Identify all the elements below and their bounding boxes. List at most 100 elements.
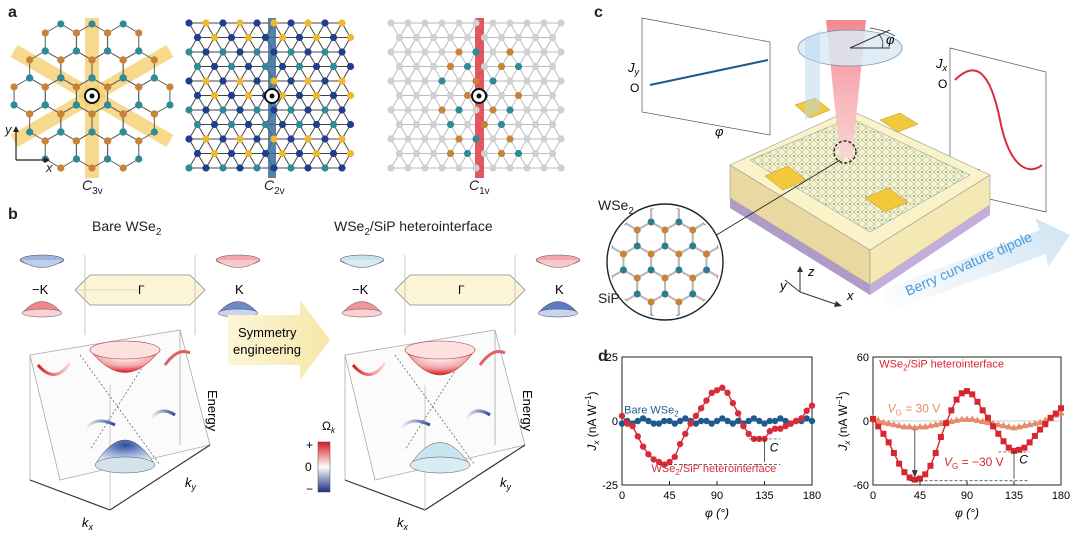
- data-point: [979, 407, 986, 414]
- data-point: [729, 399, 737, 407]
- data-point: [624, 420, 631, 427]
- atom: [166, 101, 174, 109]
- atom: [346, 33, 355, 42]
- data-point: [968, 415, 976, 422]
- chart-title: WSe2/SiP heterointerface: [879, 359, 1004, 373]
- atom: [119, 110, 127, 118]
- data-point: [740, 422, 747, 430]
- data-point: [1005, 444, 1012, 451]
- atom: [689, 274, 697, 282]
- atom: [620, 155, 627, 162]
- atom: [731, 267, 738, 274]
- atom: [731, 267, 738, 274]
- series-label-bare: Bare WSe2: [624, 404, 679, 418]
- atom: [662, 195, 669, 202]
- axis-z-label: z: [807, 264, 815, 279]
- atom: [261, 120, 270, 129]
- data-point: [808, 402, 816, 409]
- atom: [497, 62, 506, 71]
- data-point: [964, 388, 970, 395]
- atom: [295, 149, 304, 158]
- atom: [662, 179, 669, 186]
- gamma-left: Γ: [138, 283, 145, 297]
- data-point: [687, 420, 694, 427]
- axis-y-label: y: [5, 122, 12, 137]
- wse2-label: WSe2: [598, 197, 634, 217]
- atom: [703, 155, 710, 162]
- atom: [648, 155, 655, 162]
- atom: [689, 195, 696, 202]
- atom: [421, 106, 429, 114]
- data-point: [901, 469, 908, 476]
- valley-k-left: K: [235, 282, 244, 297]
- atom: [731, 315, 738, 322]
- series-label-vg-neg: VG = −30 V: [944, 455, 1004, 471]
- atom: [675, 171, 682, 178]
- atom: [338, 19, 346, 27]
- atom: [745, 323, 752, 330]
- atom: [689, 147, 696, 154]
- atom: [717, 179, 724, 186]
- atom: [395, 91, 404, 100]
- x-tick-label: 180: [1052, 490, 1070, 502]
- atom: [312, 91, 321, 100]
- arrow-text-1: Symmetry: [238, 325, 297, 340]
- atom: [731, 155, 738, 162]
- data-point: [734, 410, 742, 417]
- atom: [689, 242, 697, 250]
- atom: [759, 315, 766, 322]
- data-point: [671, 453, 678, 461]
- atom: [675, 155, 682, 162]
- atom: [731, 155, 738, 162]
- atom: [185, 135, 193, 143]
- atom: [661, 242, 669, 250]
- atom: [438, 164, 446, 172]
- atom: [717, 195, 724, 202]
- atom: [648, 155, 655, 162]
- atom: [346, 91, 355, 100]
- atom: [346, 62, 355, 71]
- atom: [689, 131, 696, 138]
- atom: [244, 149, 253, 158]
- atom: [717, 195, 724, 202]
- data-point: [890, 450, 897, 456]
- atom: [270, 164, 278, 172]
- atom: [745, 227, 752, 234]
- atom: [321, 77, 329, 85]
- atom: [606, 147, 613, 154]
- atom: [472, 77, 480, 85]
- data-point: [916, 422, 924, 430]
- atom: [438, 77, 446, 85]
- atom: [531, 120, 540, 129]
- atom: [261, 149, 270, 158]
- atom: [592, 171, 599, 178]
- atom: [472, 19, 480, 27]
- atom: [278, 120, 287, 129]
- atom: [429, 91, 438, 100]
- atom: [227, 149, 236, 158]
- data-point: [1026, 420, 1034, 428]
- atom: [675, 123, 682, 130]
- atom: [387, 48, 395, 56]
- atom: [759, 299, 766, 306]
- atom: [842, 315, 849, 322]
- atom: [321, 19, 329, 27]
- data-point: [777, 415, 784, 422]
- atom: [703, 266, 710, 274]
- atom: [662, 195, 669, 202]
- atom: [135, 137, 143, 145]
- atom: [421, 135, 429, 143]
- atom: [103, 47, 112, 55]
- atom: [185, 19, 193, 27]
- atom: [103, 137, 112, 145]
- data-point: [708, 420, 715, 427]
- atom: [606, 147, 613, 154]
- data-point: [932, 450, 939, 456]
- atom: [523, 106, 531, 114]
- atom: [421, 19, 429, 27]
- atom: [548, 120, 557, 129]
- atom: [506, 48, 514, 56]
- data-point: [958, 415, 966, 422]
- electrode-bottom-left: [764, 165, 807, 191]
